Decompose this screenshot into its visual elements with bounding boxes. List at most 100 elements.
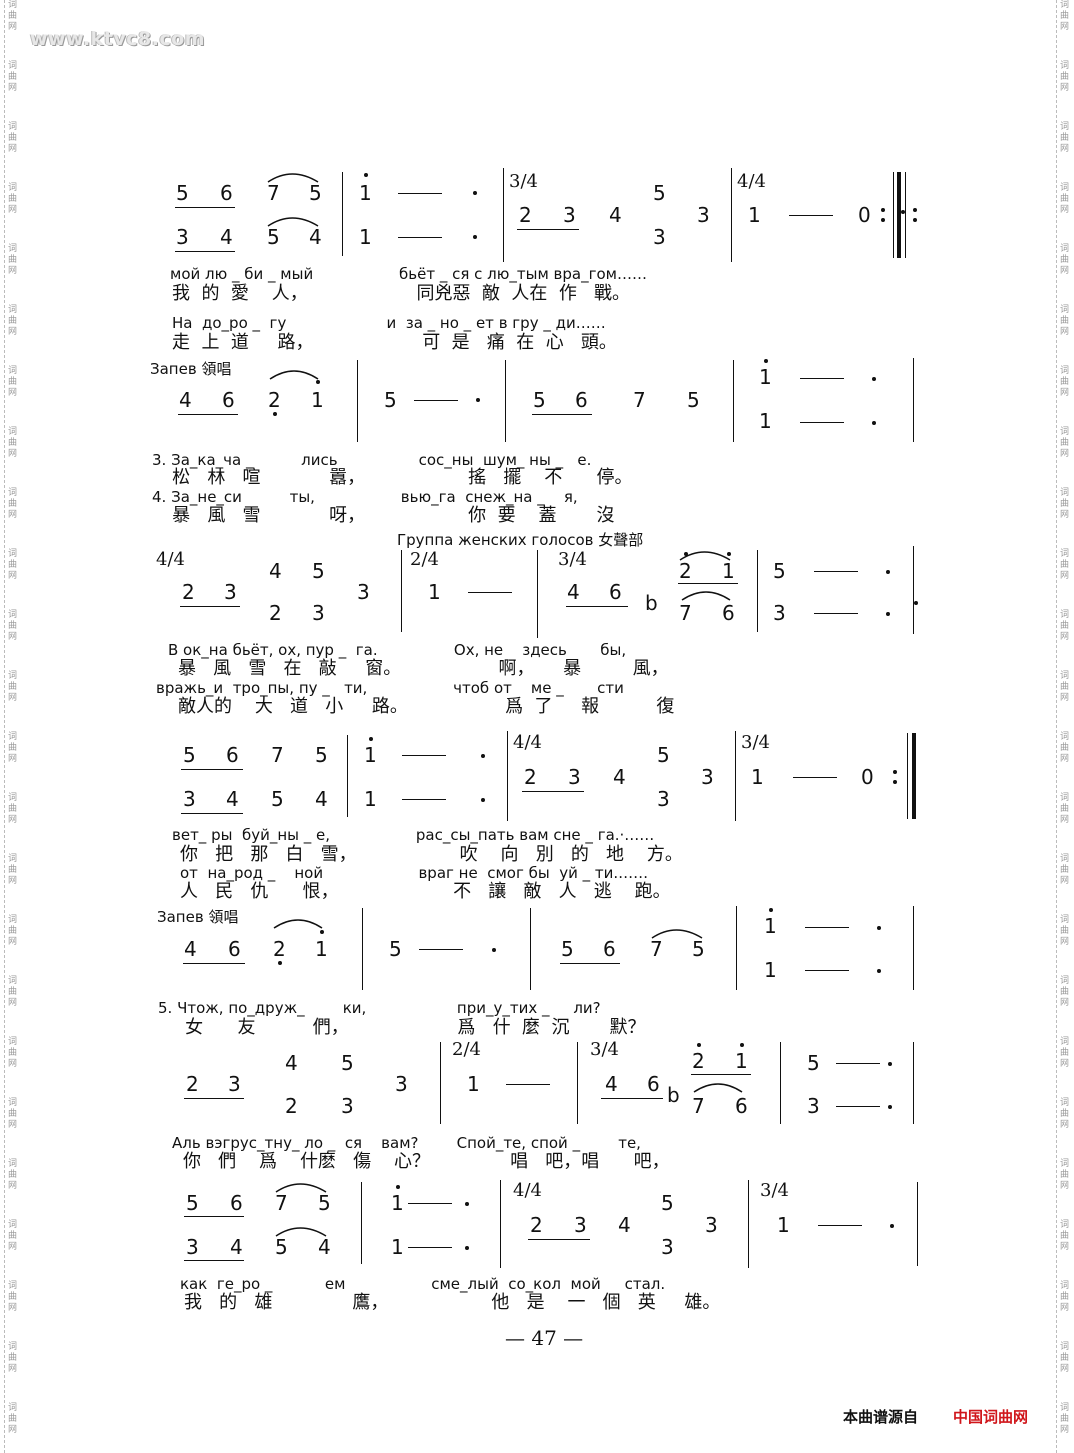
side-watermark-char: 曲: [8, 743, 18, 753]
side-watermark-char: 词: [8, 183, 18, 193]
side-watermark-char: 词: [8, 671, 18, 681]
bar-line: [537, 550, 538, 638]
side-watermark-char: 曲: [8, 11, 18, 21]
side-watermark-char: 曲: [1060, 194, 1070, 204]
time-signature: 2/4: [410, 549, 439, 570]
note-digit: 2: [519, 203, 532, 227]
side-watermark-char: 网: [1060, 449, 1070, 459]
bar-line: [907, 733, 908, 819]
slur-arc: [275, 1183, 327, 1193]
bar-line: [893, 172, 894, 258]
note-digit: 7: [275, 1191, 288, 1215]
side-watermark-char: 网: [8, 1242, 18, 1252]
side-watermark-char: 曲: [1060, 1048, 1070, 1058]
section-label: Группа женских голосов 女聲部: [397, 531, 644, 549]
lyric-ru: 3. За_ка_ча _ лись сос_ны шум_ ны _ е.: [152, 451, 592, 469]
bar-line: [401, 550, 402, 632]
side-watermark-char: 曲: [1060, 1109, 1070, 1119]
note-digit: 7: [692, 1094, 705, 1118]
note-digit: 1: [467, 1072, 480, 1096]
side-watermark-char: 词: [1060, 122, 1070, 132]
lyric-cn: 我 的 雄 鷹， 他 是 一 個 英 雄。: [184, 1292, 721, 1313]
bar-line: [361, 1182, 362, 1264]
side-watermark-char: 词: [8, 976, 18, 986]
note-digit: 2: [269, 601, 282, 625]
sustain-dash: [402, 799, 446, 800]
note-digit: 4: [226, 787, 239, 811]
note-digit: 0: [861, 765, 874, 789]
note-digit: 3: [697, 203, 710, 227]
beam-underline: [691, 1074, 751, 1075]
dot-mark: [473, 235, 477, 239]
note-digit: 6: [226, 743, 239, 767]
bar-line: [357, 360, 358, 442]
note-digit: 1: [751, 765, 764, 789]
dot-mark: [769, 908, 773, 912]
bar-line: [731, 168, 732, 262]
note-digit: 1: [722, 559, 735, 583]
note-digit: 3: [224, 580, 237, 604]
side-watermark-char: 网: [8, 1120, 18, 1130]
bar-line: [905, 172, 906, 258]
bar-line: [503, 168, 504, 262]
slur-arc: [651, 929, 703, 939]
side-watermark-char: 网: [8, 388, 18, 398]
note-digit: 2: [692, 1049, 705, 1073]
dot-mark: [316, 380, 320, 384]
dot-mark: [465, 1246, 469, 1250]
side-watermark-char: 词: [1060, 305, 1070, 315]
side-watermark-char: 词: [1060, 183, 1070, 193]
side-watermark-char: 网: [1060, 1425, 1070, 1435]
side-watermark-char: 词: [1060, 915, 1070, 925]
side-watermark-char: 词: [1060, 488, 1070, 498]
source-site-link[interactable]: 中国词曲网: [953, 1408, 1029, 1426]
side-watermark-char: 词: [8, 915, 18, 925]
bar-line: [577, 1042, 578, 1124]
side-watermark-char: 网: [1060, 1059, 1070, 1069]
sustain-dash: [398, 193, 442, 194]
side-watermark-char: 网: [8, 754, 18, 764]
side-watermark-char: 词: [8, 1098, 18, 1108]
side-watermark-char: 曲: [8, 1048, 18, 1058]
side-watermark-char: 词: [8, 61, 18, 71]
side-watermark-char: 词: [8, 549, 18, 559]
note-digit: 3: [657, 787, 670, 811]
note-digit: 3: [176, 225, 189, 249]
dot-mark: [364, 173, 368, 177]
note-digit: 3: [568, 765, 581, 789]
dot-mark: [914, 601, 918, 605]
note-digit: 5: [318, 1191, 331, 1215]
lyric-ru: Аль вэгрус_тну_ ло _ ся вам? Спой_те, сп…: [172, 1134, 641, 1152]
time-signature: 2/4: [452, 1039, 481, 1060]
lyric-cn: 我 的 愛 人， 同兇惡 敵 人在 作 戰。: [172, 283, 630, 304]
note-digit: 2: [268, 388, 281, 412]
side-watermark-char: 词: [8, 305, 18, 315]
sustain-dash: [814, 613, 858, 614]
side-watermark-char: 网: [1060, 205, 1070, 215]
side-watermark-char: 曲: [1060, 255, 1070, 265]
note-digit: 3: [701, 765, 714, 789]
dot-mark: [881, 208, 885, 212]
beam-underline: [184, 1098, 244, 1099]
note-digit: 5: [183, 743, 196, 767]
side-watermark-char: 曲: [8, 804, 18, 814]
dot-mark: [888, 1105, 892, 1109]
side-watermark-char: 词: [1060, 854, 1070, 864]
side-watermark-char: 网: [1060, 83, 1070, 93]
side-watermark-char: 网: [1060, 1181, 1070, 1191]
dot-mark: [886, 570, 890, 574]
sustain-dash: [836, 1106, 880, 1107]
lyric-cn: 走 上 道 路， 可 是 痛 在 心 頭。: [172, 332, 617, 353]
lyric-cn: 你 把 那 白 雪， 吹 向 別 的 地 方。: [180, 844, 683, 865]
dot-mark: [492, 948, 496, 952]
side-watermark-char: 网: [8, 449, 18, 459]
side-watermark-char: 词: [8, 732, 18, 742]
side-watermark-char: 词: [1060, 549, 1070, 559]
note-digit: 6: [603, 937, 616, 961]
side-watermark-char: 曲: [8, 316, 18, 326]
note-digit: b: [667, 1083, 680, 1107]
side-watermark-char: 词: [1060, 610, 1070, 620]
slur-arc: [679, 551, 731, 561]
side-watermark-char: 词: [8, 1159, 18, 1169]
dot-mark: [465, 1202, 469, 1206]
